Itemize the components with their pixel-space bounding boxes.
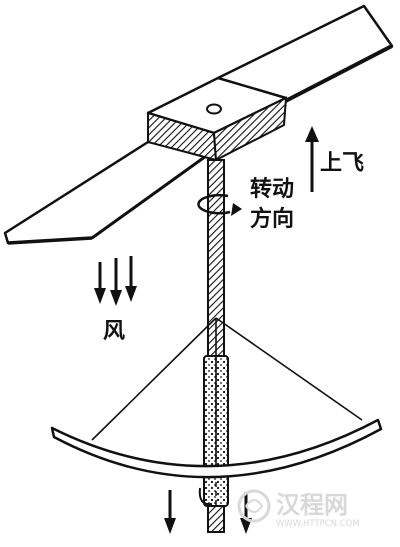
watermark-url: WWW.HTTPCN.COM	[276, 519, 360, 529]
rotation-arrow-icon	[197, 193, 242, 216]
launcher-bow	[50, 418, 383, 479]
shaft-hook	[198, 487, 213, 506]
label-rotation: 转动	[250, 176, 294, 202]
launcher-strings	[91, 317, 363, 470]
up-arrow-icon	[305, 126, 319, 192]
watermark-brand: 汉程网	[276, 491, 348, 519]
left-blade	[3, 140, 222, 245]
hub-block	[146, 76, 288, 162]
label-wind: 风	[103, 319, 125, 344]
label-up-fly: 上飞	[320, 151, 364, 176]
hub-hole-icon	[206, 103, 222, 115]
watermark-logo-icon	[237, 489, 271, 523]
wind-arrows-icon	[94, 256, 137, 306]
watermark: 汉程网 WWW.HTTPCN.COM	[237, 489, 360, 529]
label-direction: 方向	[250, 206, 294, 232]
